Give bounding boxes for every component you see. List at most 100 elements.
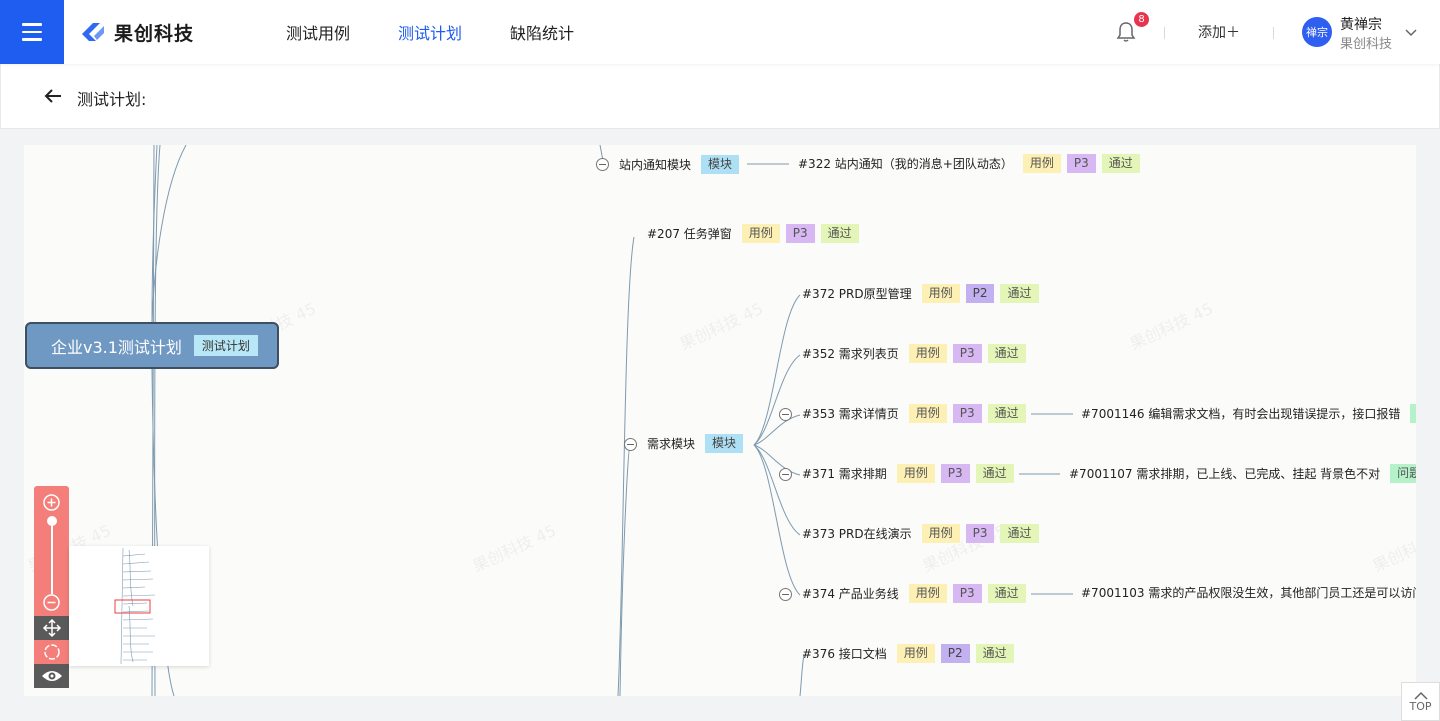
- case-node[interactable]: #353 需求详情页 用例 P3 通过: [802, 404, 1026, 423]
- case-node[interactable]: #352 需求列表页 用例 P3 通过: [802, 344, 1026, 363]
- collapse-toggle[interactable]: [624, 438, 637, 451]
- issue-label: #7001146 编辑需求文档，有时会出现错误提示，接口报错: [1081, 407, 1401, 421]
- divider: [1164, 27, 1165, 39]
- eye-icon: [41, 671, 62, 681]
- mindmap-canvas[interactable]: 果创科技 45 果创科技 45 果创科技 45 果创科技 45 果创科技 45 …: [24, 145, 1416, 696]
- case-label: #353 需求详情页: [802, 407, 899, 421]
- case-node[interactable]: #372 PRD原型管理 用例 P2 通过: [802, 284, 1039, 303]
- zoom-slider-track[interactable]: [50, 520, 53, 594]
- module-label: 站内通知模块: [619, 158, 692, 172]
- menu-button[interactable]: [0, 0, 64, 64]
- logo-icon: [82, 23, 104, 41]
- preview-button[interactable]: [34, 664, 69, 688]
- case-tag: 用例: [908, 344, 947, 363]
- zoom-slider-handle[interactable]: [46, 516, 57, 526]
- connector-lines: [151, 145, 1073, 696]
- case-node[interactable]: #373 PRD在线演示 用例 P3 通过: [802, 524, 1039, 543]
- nav-defect-stats[interactable]: 缺陷统计: [510, 24, 575, 43]
- center-button[interactable]: [34, 640, 69, 664]
- status-tag: 通过: [975, 464, 1014, 483]
- module-label: 需求模块: [647, 437, 696, 451]
- status-tag: 通过: [820, 224, 859, 243]
- issue-node[interactable]: #7001146 编辑需求文档，有时会出现错误提示，接口报错 问: [1081, 404, 1416, 423]
- avatar[interactable]: 禅宗: [1302, 17, 1332, 47]
- move-button[interactable]: [34, 616, 69, 640]
- priority-tag: P3: [940, 464, 970, 483]
- zoom-in-icon[interactable]: [42, 493, 61, 512]
- case-label: #373 PRD在线演示: [802, 527, 912, 541]
- user-org: 果创科技: [1340, 37, 1393, 52]
- issue-tag: 问: [1410, 404, 1416, 423]
- zoom-out-icon[interactable]: [42, 593, 61, 612]
- case-node[interactable]: #322 站内通知（我的消息+团队动态） 用例 P3 通过: [798, 154, 1140, 173]
- target-icon: [43, 644, 60, 660]
- issue-tag: 问题: [1390, 464, 1416, 483]
- case-tag: 用例: [896, 644, 935, 663]
- root-node[interactable]: 企业v3.1测试计划 测试计划: [25, 322, 279, 369]
- brand-logo[interactable]: 果创科技: [78, 16, 194, 48]
- issue-node[interactable]: #7001107 需求排期，已上线、已完成、挂起 背景色不对 问题: [1069, 464, 1416, 483]
- module-tag: 模块: [705, 434, 744, 453]
- page-title: 测试计划:: [77, 90, 147, 109]
- case-node[interactable]: #207 任务弹窗 用例 P3 通过: [647, 224, 859, 243]
- issue-node[interactable]: #7001103 需求的产品权限没生效，其他部门员工还是可以访问: [1081, 584, 1416, 601]
- case-label: #374 产品业务线: [802, 587, 899, 601]
- case-node[interactable]: #376 接口文档 用例 P2 通过: [802, 644, 1014, 663]
- case-tag: 用例: [908, 404, 947, 423]
- case-tag: 用例: [896, 464, 935, 483]
- status-tag: 通过: [975, 644, 1014, 663]
- minimap-preview: [114, 547, 156, 665]
- issue-label: #7001103 需求的产品权限没生效，其他部门员工还是可以访问: [1081, 586, 1416, 600]
- module-node[interactable]: 站内通知模块 模块: [619, 155, 740, 174]
- status-tag: 通过: [987, 584, 1026, 603]
- priority-tag: P3: [965, 524, 995, 543]
- zoom-panel: [34, 486, 69, 616]
- nav-test-plans[interactable]: 测试计划: [398, 24, 463, 43]
- add-button[interactable]: 添加＋: [1198, 25, 1240, 41]
- top-bar: 果创科技 测试用例 测试计划 缺陷统计 8 添加＋ 禅宗 黄禅宗 果创科技: [0, 0, 1440, 64]
- minimap[interactable]: [69, 546, 209, 666]
- notification-badge: 8: [1133, 11, 1150, 28]
- zoom-toolbar: [34, 486, 69, 688]
- case-tag: 用例: [741, 224, 780, 243]
- user-name: 黄禅宗: [1340, 17, 1382, 33]
- case-node[interactable]: #371 需求排期 用例 P3 通过: [802, 464, 1014, 483]
- case-label: #207 任务弹窗: [647, 227, 732, 241]
- issue-label: #7001107 需求排期，已上线、已完成、挂起 背景色不对: [1069, 467, 1381, 481]
- module-tag: 模块: [701, 155, 740, 174]
- case-node[interactable]: #374 产品业务线 用例 P3 通过: [802, 584, 1026, 603]
- status-tag: 通过: [987, 404, 1026, 423]
- root-label: 企业v3.1测试计划: [51, 337, 182, 357]
- case-tag: 用例: [921, 524, 960, 543]
- priority-tag: P3: [952, 344, 982, 363]
- main-nav: 测试用例 测试计划 缺陷统计: [286, 0, 574, 64]
- case-tag: 用例: [908, 584, 947, 603]
- case-label: #371 需求排期: [802, 467, 887, 481]
- bell-icon[interactable]: [1114, 20, 1138, 44]
- collapse-toggle[interactable]: [779, 588, 792, 601]
- back-to-top-button[interactable]: TOP: [1401, 682, 1440, 721]
- case-label: #372 PRD原型管理: [802, 287, 912, 301]
- case-label: #376 接口文档: [802, 647, 887, 661]
- status-tag: 通过: [987, 344, 1026, 363]
- title-bar: 测试计划:: [0, 64, 1440, 129]
- priority-tag: P2: [940, 644, 970, 663]
- collapse-toggle[interactable]: [779, 468, 792, 481]
- status-tag: 通过: [1000, 284, 1039, 303]
- collapse-toggle[interactable]: [779, 408, 792, 421]
- root-tag: 测试计划: [193, 335, 258, 356]
- chevron-down-icon[interactable]: [1404, 25, 1418, 39]
- module-node[interactable]: 需求模块 模块: [647, 434, 744, 453]
- nav-test-cases[interactable]: 测试用例: [286, 24, 351, 43]
- case-tag: 用例: [1022, 154, 1061, 173]
- top-label: TOP: [1409, 699, 1432, 713]
- status-tag: 通过: [1101, 154, 1140, 173]
- chevron-up-icon: [1413, 691, 1428, 700]
- move-icon: [42, 618, 61, 638]
- collapse-toggle[interactable]: [596, 158, 609, 171]
- case-tag: 用例: [921, 284, 960, 303]
- case-label: #322 站内通知（我的消息+团队动态）: [798, 157, 1013, 171]
- divider: [1273, 27, 1274, 39]
- case-label: #352 需求列表页: [802, 347, 899, 361]
- back-arrow-icon[interactable]: [41, 84, 65, 108]
